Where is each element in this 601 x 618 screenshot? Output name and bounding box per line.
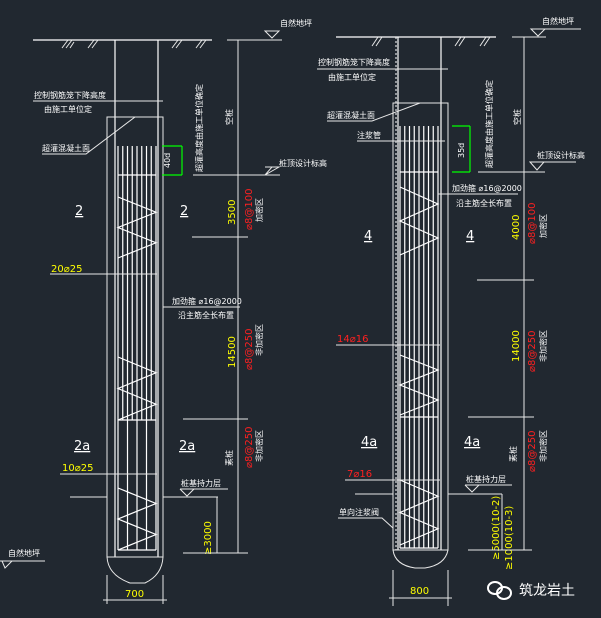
soil-hatch (61, 39, 207, 49)
watermark-text: 筑龙岩土 (519, 583, 575, 599)
grout-pipe-label: 注浆管 (357, 130, 381, 140)
ground-label-top: 自然地坪 (542, 16, 574, 26)
stirrup-lower: ⌀8@250 (244, 427, 255, 468)
anchor-length: 35d (457, 143, 466, 158)
main-bars-lower: 7⌀16 (347, 469, 372, 480)
dim-dense: 3500 (227, 200, 238, 225)
dim-dense: 4000 (511, 215, 522, 240)
dim-normal: 14000 (511, 330, 522, 362)
left-pile: 控制钢筋笼下降高度 由施工单位定 超灌混凝土面 40d 超灌高度由施工单位确定 … (0, 18, 327, 604)
grout-valve-label: 单向注浆阀 (339, 507, 379, 517)
dim-normal: 14500 (227, 336, 238, 368)
zone-lower: 非加密区 (538, 430, 548, 462)
embed-dim-b: ≥1000(10-3) (504, 506, 515, 570)
top-elevation-label: 桩顶设计标高 (279, 158, 327, 168)
zone-normal: 非加密区 (254, 324, 264, 356)
top-elevation-label: 桩顶设计标高 (537, 150, 585, 160)
spiral-stirrup (116, 356, 158, 421)
rebar-cage (398, 126, 440, 549)
main-bars-upper: 20⌀25 (51, 264, 82, 275)
stiffener-sub: 沿主筋全长布置 (178, 310, 234, 320)
section-mark-lower-right: 2a (179, 439, 195, 454)
main-bars-lower: 10⌀25 (62, 463, 93, 474)
zone-normal: 非加密区 (538, 330, 548, 362)
cage-drop-sub: 由施工单位定 (44, 104, 92, 114)
overpour-label: 超灌混凝土面 (327, 110, 375, 120)
empty-pile-label: 空桩 (224, 109, 234, 125)
section-mark-lower-left: 2a (74, 439, 90, 454)
spiral-stirrup (398, 354, 440, 416)
stirrup-normal: ⌀8@250 (527, 331, 538, 372)
anchor-dim (162, 145, 183, 176)
stirrup-normal: ⌀8@250 (244, 329, 255, 370)
ground-label-bottom: 自然地坪 (8, 548, 40, 558)
overpour-height-note: 超灌高度由施工单位确定 (484, 80, 494, 168)
cage-drop-label: 控制钢筋笼下降高度 (34, 90, 106, 100)
embed-dim: ≥3000 (203, 521, 214, 555)
section-mark-upper-right: 2 (180, 204, 188, 219)
pile-diameter: 800 (410, 586, 429, 597)
embed-dim-a: ≥5000(10-2) (491, 496, 502, 560)
anchor-length: 40d (163, 153, 172, 168)
section-mark-lower-left: 4a (361, 435, 377, 450)
rebar-cage (116, 146, 158, 551)
stirrup-dense: ⌀8@100 (527, 203, 538, 244)
wechat-icon (487, 581, 513, 600)
lower-pile-label: 素桩 (224, 450, 234, 466)
spiral-stirrup (116, 196, 158, 259)
section-mark-lower-right: 4a (464, 435, 480, 450)
stirrup-lower: ⌀8@250 (527, 431, 538, 472)
section-mark-upper-left: 2 (75, 204, 83, 219)
cage-drop-label: 控制钢筋笼下降高度 (318, 57, 390, 67)
zone-dense: 加密区 (538, 214, 548, 238)
overpour-height-note: 超灌高度由施工单位确定 (194, 84, 204, 172)
right-pile: 控制钢筋笼下降高度 由施工单位定 超灌混凝土面 注浆管 35d 超灌高度由施工单… (317, 16, 585, 606)
zone-lower: 非加密区 (254, 430, 264, 462)
section-mark-upper-right: 4 (466, 229, 474, 244)
section-mark-upper-left: 4 (364, 229, 372, 244)
zone-dense: 加密区 (254, 198, 264, 222)
pile-diameter: 700 (125, 589, 144, 600)
bearing-layer: 桩基持力层 (181, 478, 221, 488)
bearing-layer: 桩基持力层 (466, 474, 506, 484)
empty-pile-label: 空桩 (512, 109, 522, 125)
stiffener-label: 加劲箍 ⌀16@2000 (452, 183, 522, 193)
main-bars-upper: 14⌀16 (337, 334, 368, 345)
lower-pile-label: 素桩 (508, 446, 518, 462)
stirrup-dense: ⌀8@100 (244, 189, 255, 230)
watermark: 筑龙岩土 (487, 580, 575, 600)
spiral-stirrup (398, 186, 440, 256)
stiffener-label: 加劲箍 ⌀16@2000 (172, 296, 242, 306)
stiffener-sub: 沿主筋全长布置 (456, 198, 512, 208)
spiral-stirrup (398, 479, 440, 546)
spiral-stirrup (116, 487, 158, 551)
ground-label-top: 自然地坪 (280, 18, 312, 28)
cage-drop-sub: 由施工单位定 (328, 72, 376, 82)
overpour-label: 超灌混凝土面 (42, 143, 90, 153)
